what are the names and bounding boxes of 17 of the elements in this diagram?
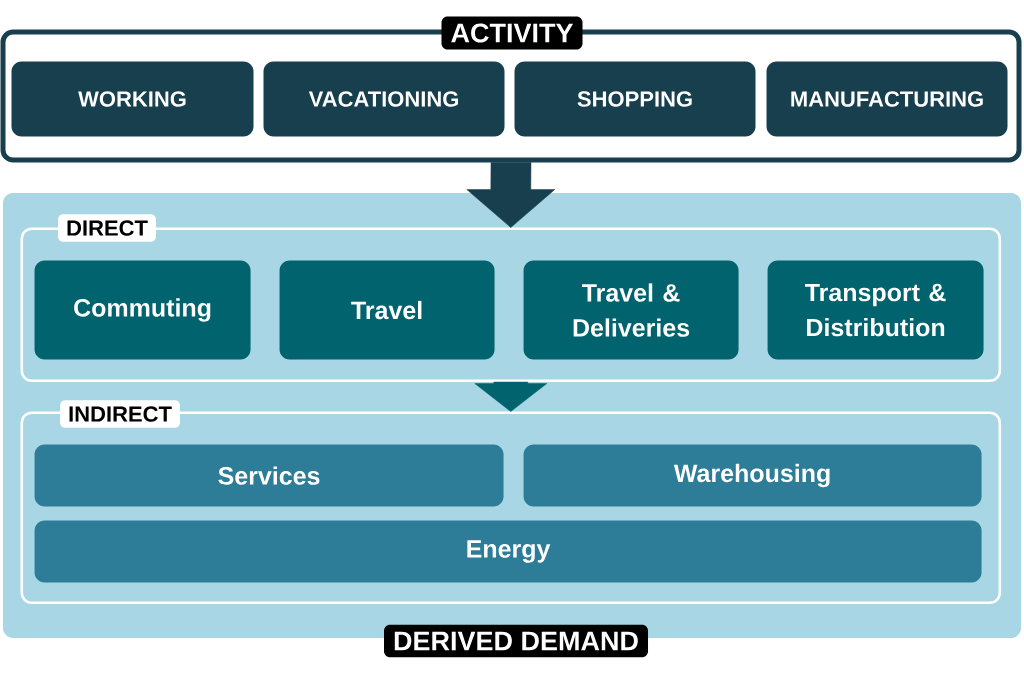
demand-box: Travel	[279, 260, 495, 360]
demand-bar: Services	[34, 444, 504, 507]
demand-box: Transport & Distribution	[767, 260, 984, 360]
demand-box: Commuting	[34, 260, 251, 360]
heading-tag: DIRECT	[58, 214, 156, 242]
block-arrow	[466, 162, 556, 228]
heading-tag: DERIVED DEMAND	[384, 624, 648, 658]
demand-bar: Warehousing	[523, 444, 982, 507]
block-arrow	[474, 381, 548, 412]
demand-box: Travel & Deliveries	[523, 260, 739, 360]
heading-tag: ACTIVITY	[441, 16, 583, 50]
activity-box: MANUFACTURING	[766, 61, 1008, 137]
activity-box: VACATIONING	[263, 61, 505, 137]
demand-bar: Energy	[34, 520, 982, 583]
activity-box: WORKING	[11, 61, 254, 137]
heading-tag: INDIRECT	[60, 400, 180, 428]
activity-box: SHOPPING	[514, 61, 756, 137]
